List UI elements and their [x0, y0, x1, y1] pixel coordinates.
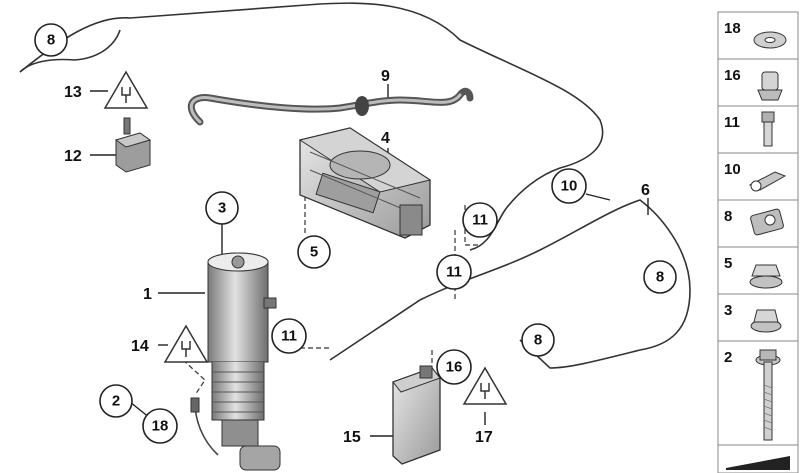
warning-triangle-14 [163, 324, 209, 363]
air-line-upper [19, 2, 604, 251]
sidebar-item-16: 16 [724, 67, 783, 101]
callout-10: 10 [551, 168, 587, 204]
air-line-left [19, 29, 121, 73]
leader-10 [585, 193, 611, 201]
svg-text:8: 8 [534, 332, 542, 349]
sidebar-item-5: 5 [724, 255, 783, 289]
label-4: 4 [381, 130, 390, 147]
hose-part-9 [187, 87, 474, 126]
svg-text:8: 8 [724, 208, 732, 225]
callouts: 8 3 5 10 11 11 11 8 8 2 18 16 [34, 23, 677, 444]
warning-triangle-17 [462, 366, 508, 405]
sidebar-item-11: 11 [724, 111, 775, 147]
small-parts-sidebar: 18 16 11 10 8 5 3 [717, 11, 799, 473]
svg-text:11: 11 [446, 264, 462, 281]
svg-text:18: 18 [724, 20, 741, 37]
svg-text:3: 3 [218, 200, 226, 217]
hose-connector [355, 96, 369, 116]
svg-text:2: 2 [724, 349, 732, 366]
sidebar-item-10: 10 [724, 161, 787, 192]
label-1: 1 [143, 286, 152, 303]
svg-text:3: 3 [724, 302, 732, 319]
svg-text:16: 16 [446, 359, 463, 376]
callout-18: 18 [142, 408, 178, 444]
svg-text:5: 5 [724, 255, 732, 272]
svg-text:18: 18 [152, 418, 169, 435]
compressor-part-4 [298, 127, 432, 239]
callout-8-bottom: 8 [521, 323, 555, 357]
callout-11-strut: 11 [271, 318, 307, 354]
svg-text:2: 2 [112, 393, 120, 410]
label-13: 13 [64, 84, 82, 101]
leader-11a [464, 205, 480, 246]
callout-2: 2 [99, 384, 133, 418]
callout-5: 5 [297, 235, 331, 269]
labels: 1 4 6 9 12 13 14 15 17 [64, 68, 650, 446]
sidebar-item-3: 3 [724, 302, 782, 333]
warning-triangle-13 [103, 70, 149, 109]
air-line-lower [329, 199, 691, 369]
leader-14 [182, 359, 206, 396]
callout-3: 3 [205, 191, 239, 225]
svg-text:10: 10 [561, 178, 578, 195]
sidebar-item-2: 2 [724, 349, 781, 441]
svg-text:11: 11 [472, 212, 488, 229]
svg-text:11: 11 [281, 328, 297, 345]
svg-text:16: 16 [724, 67, 741, 84]
label-17: 17 [475, 429, 493, 446]
svg-text:8: 8 [656, 269, 664, 286]
callout-11-middle: 11 [436, 254, 472, 290]
label-12: 12 [64, 148, 82, 165]
air-strut-part-1 [190, 252, 281, 471]
svg-text:5: 5 [310, 244, 318, 261]
relay-part-12 [114, 117, 152, 173]
svg-text:10: 10 [724, 161, 741, 178]
svg-text:8: 8 [47, 32, 55, 49]
sidebar-item-8: 8 [724, 208, 784, 236]
callout-11-right: 11 [462, 202, 498, 238]
svg-text:11: 11 [724, 114, 740, 131]
label-6: 6 [641, 182, 650, 199]
control-unit-part-15 [392, 365, 441, 465]
label-15: 15 [343, 429, 361, 446]
air-lines [19, 2, 691, 369]
hose-part-9-highlight [189, 93, 462, 124]
solid-leaders [90, 84, 649, 437]
sidebar-footer-symbol [726, 456, 790, 470]
label-9: 9 [381, 68, 390, 85]
callout-8-topleft: 8 [34, 23, 68, 57]
callout-8-right: 8 [643, 260, 677, 294]
callout-16: 16 [436, 349, 472, 385]
label-14: 14 [131, 338, 149, 355]
sidebar-item-18: 18 [724, 20, 787, 49]
